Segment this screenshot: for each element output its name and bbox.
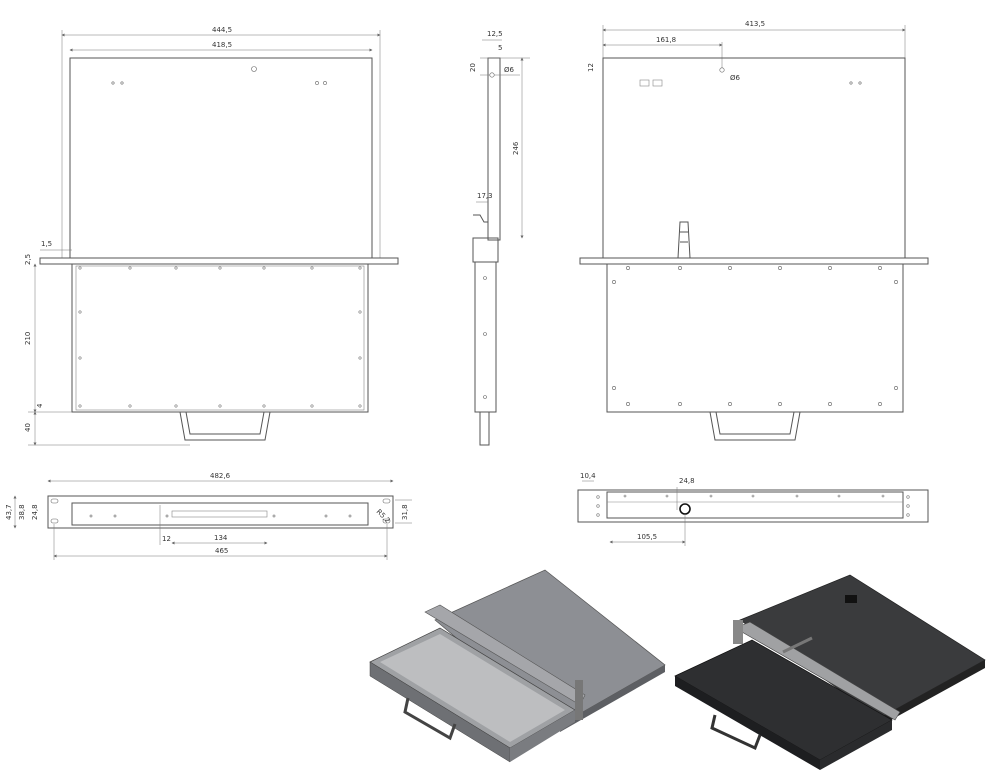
dim-bottom-gap: 4	[36, 403, 44, 408]
render-dark-open	[674, 574, 986, 770]
dim-slot-width: 134	[214, 534, 228, 542]
keyboard-tray	[71, 263, 369, 413]
dim-length: 246	[512, 141, 520, 155]
dim-hole-x: 161,8	[656, 36, 676, 44]
dim-hole-spacing: 24,8	[31, 504, 39, 520]
monitor-panel	[69, 57, 373, 259]
dim-bracket: 17,3	[477, 192, 493, 200]
dim-overall-width: 444,5	[212, 26, 232, 34]
dim-hole-dia: Ø6	[504, 66, 515, 74]
dim-mount-spacing: 465	[215, 547, 228, 555]
dim-strip: 2,5	[24, 254, 32, 265]
dim-depth-top: 12,5	[487, 30, 503, 38]
dim-hole-dia: Ø6	[730, 74, 741, 82]
rack-front-view: 482,6 43,7 38,8 24,8 12 134 465 R5,2 31,…	[5, 472, 412, 560]
connector-port	[679, 503, 691, 515]
dim-hole-y: 20	[469, 63, 477, 72]
dim-slot-height: 12	[162, 535, 171, 543]
dim-height: 210	[24, 332, 32, 345]
front-view: 444,5 418,5 210 40 4 2,5 1,5	[24, 26, 399, 446]
handle	[179, 411, 271, 441]
dim-connector-x: 105,5	[637, 533, 657, 541]
dim-flange: 1,5	[41, 240, 52, 248]
dim-height-total: 43,7	[5, 504, 13, 520]
dim-overall-width: 413,5	[745, 20, 765, 28]
dim-connector-y: 24,8	[679, 477, 695, 485]
side-view: 12,5 5 20 Ø6 246 17,3	[469, 30, 530, 446]
rack-strip	[39, 257, 399, 265]
cable-connector	[677, 221, 691, 259]
dim-hole-y: 12	[587, 63, 595, 72]
dim-offset: 5	[498, 44, 502, 52]
dim-panel-width: 418,5	[212, 41, 232, 49]
rack-rear-view: 10,4 24,8 105,5	[577, 472, 929, 546]
render-light-open	[369, 569, 666, 763]
rear-view: 413,5 161,8 12 Ø6	[579, 20, 929, 441]
dim-right-height: 31,8	[401, 504, 409, 520]
dim-ear-width: 10,4	[580, 472, 596, 480]
dim-rack-width: 482,6	[210, 472, 231, 480]
dim-height-inner: 38,8	[18, 504, 26, 520]
dim-handle: 40	[24, 423, 32, 432]
